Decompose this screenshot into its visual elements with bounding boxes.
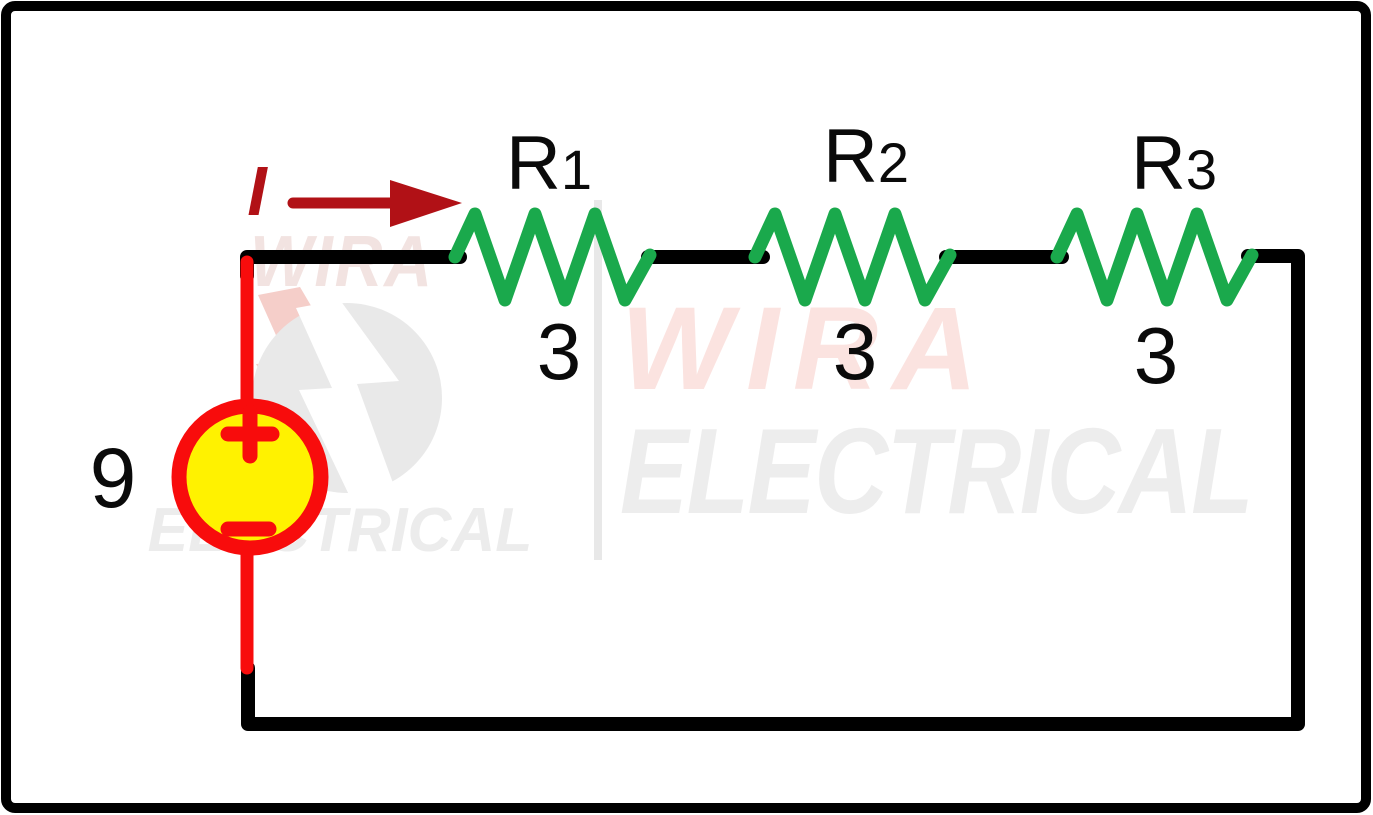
plus-icon bbox=[220, 404, 280, 464]
logo-bolt-white-icon bbox=[296, 300, 399, 497]
resistor-label-r2: R2 bbox=[823, 119, 909, 195]
current-label: I bbox=[247, 152, 267, 230]
resistor-r3-symbol bbox=[1050, 207, 1259, 307]
resistor-r2-symbol bbox=[748, 207, 957, 307]
resistor-r1-subscript: 1 bbox=[560, 138, 593, 201]
bottom-wire bbox=[241, 661, 1305, 731]
right-wire bbox=[1241, 249, 1305, 729]
watermark-electrical-large: ELECTRICAL bbox=[619, 403, 1254, 539]
watermark-divider bbox=[594, 200, 602, 560]
resistor-value-r1: 3 bbox=[536, 307, 582, 396]
resistor-r1-name: R bbox=[505, 121, 561, 206]
resistor-r2-name: R bbox=[822, 114, 878, 199]
resistor-label-r3: R3 bbox=[1131, 126, 1217, 202]
watermark-wira-large: WIRA bbox=[620, 283, 992, 415]
resistor-value-r2: 3 bbox=[832, 307, 878, 396]
resistor-r1-symbol bbox=[448, 207, 657, 307]
resistor-r3-name: R bbox=[1130, 121, 1186, 206]
voltage-label: 9 bbox=[89, 431, 137, 525]
current-arrow-icon bbox=[390, 180, 462, 227]
resistor-r3-subscript: 3 bbox=[1185, 138, 1218, 201]
resistor-r2-subscript: 2 bbox=[877, 131, 910, 194]
resistor-label-r1: R1 bbox=[506, 126, 592, 202]
resistor-value-r3: 3 bbox=[1133, 311, 1179, 400]
